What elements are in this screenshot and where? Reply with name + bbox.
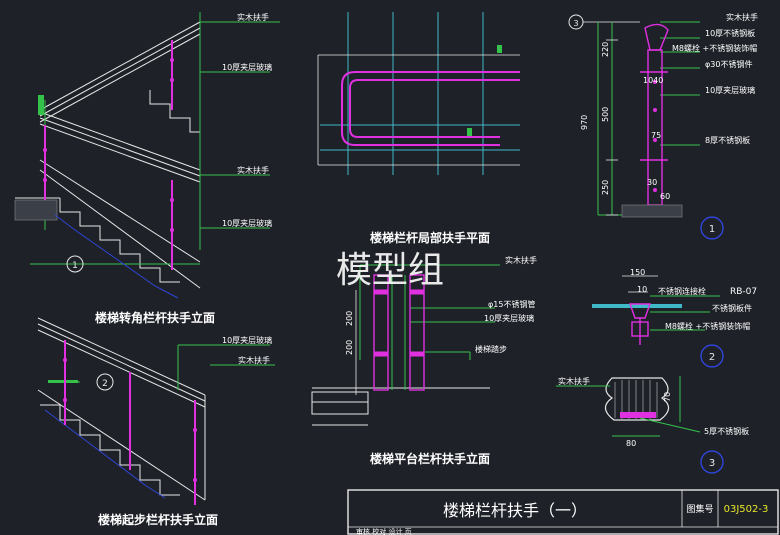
detail1-label-2: M8螺栓 +不锈钢装饰帽 bbox=[672, 43, 757, 53]
corner-label-glass-top: 10厚夹层玻璃 bbox=[222, 62, 272, 72]
detail1-dim-60: 60 bbox=[660, 192, 670, 201]
detail1-dim-total: 970 bbox=[580, 115, 589, 130]
detail3-label-0: 实木扶手 bbox=[558, 376, 590, 386]
detail1-dim-500: 500 bbox=[601, 107, 610, 122]
platform-label-wood-rail: 实木扶手 bbox=[505, 255, 537, 265]
title-block-title: 楼梯栏杆扶手（一） bbox=[443, 501, 587, 520]
detail2-dim-150: 150 bbox=[630, 268, 645, 277]
detail3-dim-70: 70 bbox=[663, 392, 672, 402]
platform-dim-200b: 200 bbox=[345, 340, 354, 355]
watermark: 模型组 bbox=[336, 250, 444, 291]
platform-label-glass: 10厚夹层玻璃 bbox=[484, 313, 534, 323]
start-label-glass: 10厚夹层玻璃 bbox=[222, 335, 272, 345]
platform-elevation: 200 200 实木扶手 φ15不锈钢管 10厚夹层玻璃 楼梯踏步 楼梯平台栏杆… bbox=[311, 255, 537, 466]
detail2-num: 2 bbox=[709, 352, 715, 363]
detail1-ref-circle: 3 bbox=[573, 19, 578, 28]
detail-3: 实木扶手 5厚不锈钢板 70 80 3 bbox=[556, 376, 749, 474]
caption-plan: 楼梯栏杆局部扶手平面 bbox=[370, 230, 490, 245]
detail2-label-1: 不锈钢板件 bbox=[712, 303, 752, 313]
platform-label-tread: 楼梯踏步 bbox=[475, 344, 507, 354]
detail-2: 150 10 不锈钢连接栓 RB-07 不锈钢板件 M8螺栓 +不锈钢装饰帽 2 bbox=[592, 268, 757, 368]
detail1-label-0: 实木扶手 bbox=[726, 12, 758, 22]
detail1-dim-250: 250 bbox=[601, 180, 610, 195]
caption-start: 楼梯起步栏杆扶手立面 bbox=[98, 512, 218, 527]
plan-view: 楼梯栏杆局部扶手平面 bbox=[317, 12, 520, 245]
caption-corner: 楼梯转角栏杆扶手立面 bbox=[95, 310, 215, 325]
detail1-label-5: 8厚不锈钢板 bbox=[705, 135, 750, 145]
detail1-dim-1040: 1040 bbox=[643, 76, 663, 85]
start-circle-num: 2 bbox=[102, 379, 108, 389]
start-elevation: 2 10厚夹层玻璃 实木扶手 楼梯起步栏杆扶手立面 bbox=[37, 317, 275, 527]
detail2-label-0: 不锈钢连接栓 bbox=[658, 286, 706, 296]
corner-elevation: 1 实木扶手 10厚夹层玻璃 实木扶手 10厚夹层玻璃 楼梯转角栏杆扶手立面 bbox=[14, 12, 280, 325]
detail2-dim-10: 10 bbox=[637, 285, 647, 294]
detail1-num: 1 bbox=[709, 224, 715, 235]
platform-label-pipe: φ15不锈钢管 bbox=[488, 299, 535, 309]
detail3-label-1: 5厚不锈钢板 bbox=[704, 426, 749, 436]
caption-platform: 楼梯平台栏杆扶手立面 bbox=[370, 451, 490, 466]
title-block-atlas-no: 03J502-3 bbox=[724, 504, 769, 515]
detail1-label-1: 10厚不锈钢板 bbox=[705, 28, 755, 38]
detail1-dim-220: 220 bbox=[601, 42, 610, 57]
detail-1: 3 实木扶手 10厚不锈钢板 bbox=[568, 12, 758, 240]
detail3-dim-80: 80 bbox=[626, 439, 636, 448]
detail1-label-4: 10厚夹层玻璃 bbox=[705, 85, 755, 95]
detail3-num: 3 bbox=[709, 458, 715, 469]
corner-circle-num: 1 bbox=[72, 261, 78, 271]
detail1-label-3: φ30不锈钢件 bbox=[705, 59, 752, 69]
detail1-dim-75: 75 bbox=[651, 131, 661, 140]
corner-label-wood-rail-top: 实木扶手 bbox=[237, 12, 269, 22]
detail2-rb: RB-07 bbox=[730, 287, 757, 297]
detail2-label-2: M8螺栓 +不锈钢装饰帽 bbox=[665, 321, 750, 331]
platform-dim-200a: 200 bbox=[345, 311, 354, 326]
corner-label-glass-mid: 10厚夹层玻璃 bbox=[222, 218, 272, 228]
title-block: 楼梯栏杆扶手（一） 图集号 03J502-3 审核 校对 设计 页 bbox=[347, 489, 779, 535]
start-label-wood-rail: 实木扶手 bbox=[238, 355, 270, 365]
corner-label-wood-rail-mid: 实木扶手 bbox=[237, 165, 269, 175]
title-block-atlas-label: 图集号 bbox=[686, 503, 713, 515]
detail1-dim-30: 30 bbox=[647, 178, 657, 187]
title-block-row: 审核 校对 设计 页 bbox=[356, 527, 412, 535]
